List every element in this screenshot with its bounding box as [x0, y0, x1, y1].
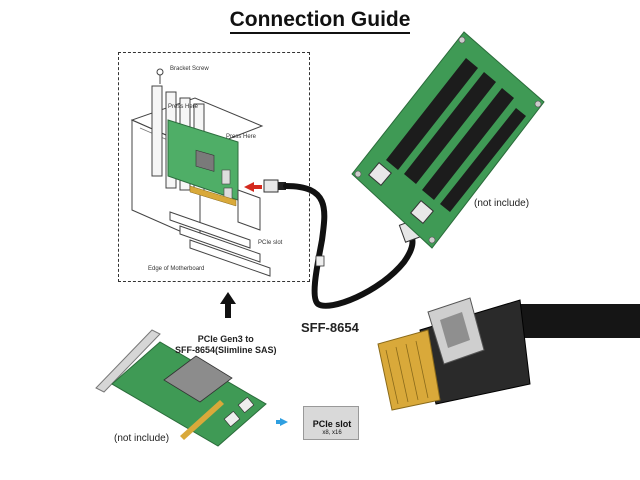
screw-icon [156, 68, 164, 76]
heatsink [163, 355, 233, 403]
edge-of-motherboard-label: Edge of Motherboard [148, 266, 205, 272]
press-here-label-1: Press Here [168, 104, 199, 110]
blue-arrow-icon [280, 418, 288, 426]
page-title: Connection Guide [0, 8, 640, 34]
pcie-gen3-card [95, 329, 267, 447]
press-here-label-2: Press Here [226, 134, 257, 140]
not-include-label-top: (not include) [474, 198, 530, 209]
cable-type-label: SFF-8654 [301, 320, 359, 335]
insert-arrow-icon [244, 182, 262, 192]
pcie-slot-label: PCIe slot [258, 240, 283, 246]
pcie-slot-badge: PCIe slot x8, x16 [303, 406, 359, 440]
card-title: PCIe Gen3 to SFF-8654(Slimline SAS) [175, 334, 277, 356]
pcie-slot-badge-label: PCIe slot [312, 419, 352, 429]
page-title-text: Connection Guide [229, 8, 411, 34]
sff8654-cable [283, 183, 416, 309]
bracket [151, 85, 163, 177]
gold-pins [377, 329, 441, 411]
pcie-slot-badge-sub: x8, x16 [322, 430, 342, 436]
bracket-screw-label: Bracket Screw [170, 66, 209, 72]
installation-sketch [130, 68, 286, 277]
card-title-line-2: SFF-8654(Slimline SAS) [175, 345, 277, 355]
not-include-label-bottom: (not include) [114, 433, 170, 444]
pcie-riser-board [351, 31, 545, 249]
up-arrow-icon [220, 292, 236, 318]
installation-diagram-box [118, 52, 310, 282]
card-title-line-1: PCIe Gen3 to [197, 334, 254, 344]
sff8654-connector-closeup [377, 297, 640, 411]
